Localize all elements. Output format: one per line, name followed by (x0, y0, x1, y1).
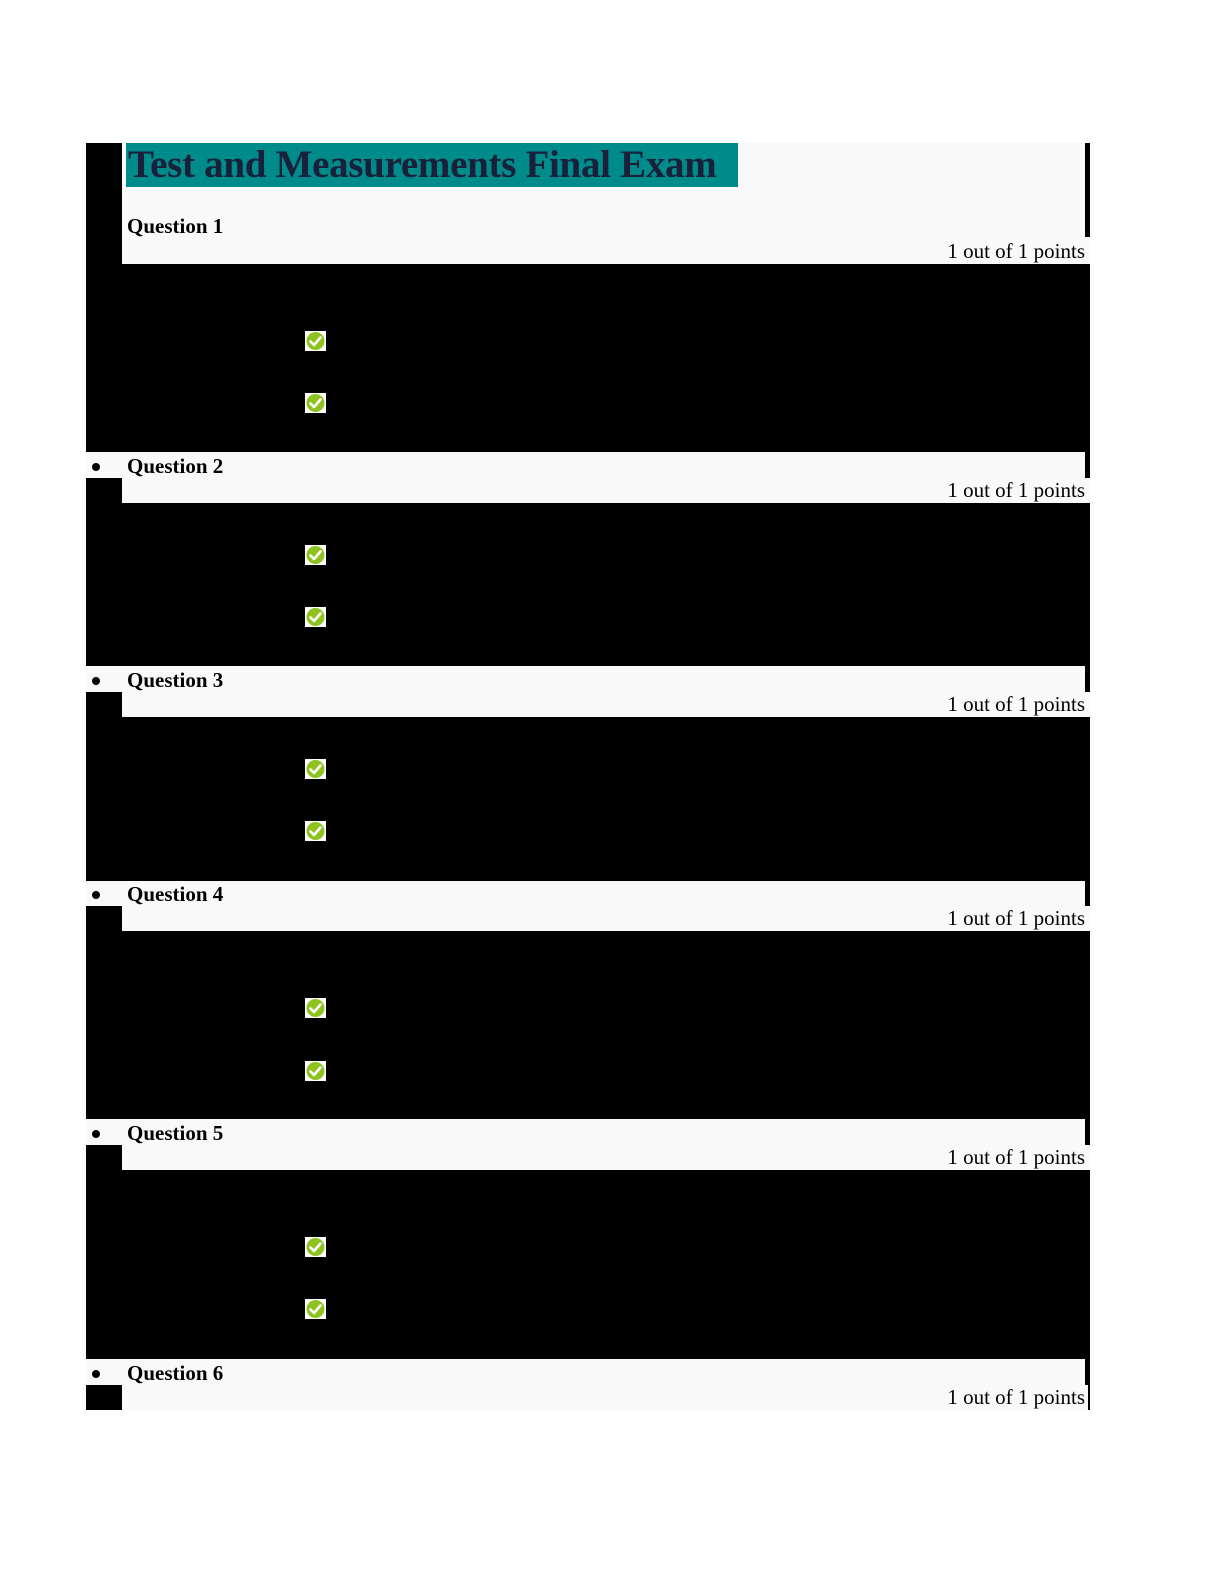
left-redaction-square (86, 1145, 122, 1170)
correct-check-icon (305, 1061, 326, 1081)
question-2-header (86, 452, 1085, 478)
right-border (1088, 1385, 1090, 1410)
score-row-panel (122, 478, 1090, 503)
score-row-panel (122, 237, 1090, 264)
correct-check-icon (305, 331, 326, 351)
page-title: Test and Measurements Final Exam (128, 143, 717, 186)
question-2-score: 1 out of 1 points (947, 478, 1085, 502)
score-row-panel (122, 692, 1090, 717)
right-border (1085, 1119, 1090, 1145)
bullet-icon (92, 677, 100, 685)
question-5-answer-redaction (86, 1170, 1090, 1359)
right-border (1085, 881, 1090, 906)
bullet-icon (92, 463, 100, 471)
question-3-answer-redaction (86, 717, 1090, 881)
correct-check-icon (305, 759, 326, 779)
question-1-label: Question 1 (127, 214, 224, 238)
correct-check-icon (305, 1299, 326, 1319)
question-5-label: Question 5 (127, 1121, 224, 1145)
question-5-score: 1 out of 1 points (947, 1145, 1085, 1169)
score-row-panel (122, 1145, 1090, 1170)
correct-check-icon (305, 393, 326, 413)
correct-check-icon (305, 607, 326, 627)
bullet-icon (92, 1130, 100, 1138)
correct-check-icon (305, 545, 326, 565)
left-redaction-square (86, 1385, 122, 1410)
score-row-panel (122, 1385, 1088, 1410)
left-redaction-square (86, 478, 122, 503)
title-banner: Test and Measurements Final Exam (126, 143, 738, 187)
right-border (1085, 666, 1090, 692)
correct-check-icon (305, 821, 326, 841)
bullet-icon (92, 1370, 100, 1378)
question-6-header (86, 1359, 1085, 1385)
question-3-header (86, 666, 1085, 692)
question-3-score: 1 out of 1 points (947, 692, 1085, 716)
question-5-header (86, 1119, 1085, 1145)
question-6-label: Question 6 (127, 1361, 224, 1385)
left-redaction-square (86, 906, 122, 931)
correct-check-icon (305, 1237, 326, 1257)
question-4-label: Question 4 (127, 882, 224, 906)
question-4-score: 1 out of 1 points (947, 906, 1085, 930)
question-2-answer-redaction (86, 503, 1090, 666)
question-6-score: 1 out of 1 points (947, 1385, 1085, 1409)
left-redaction-bar (86, 143, 122, 264)
bullet-icon (92, 891, 100, 899)
right-border (1085, 452, 1090, 478)
left-redaction-square (86, 692, 122, 717)
right-border (1085, 143, 1090, 237)
correct-check-icon (305, 998, 326, 1018)
question-4-header (86, 881, 1085, 906)
right-border (1085, 1359, 1090, 1385)
question-1-answer-redaction (86, 264, 1090, 452)
question-1-score: 1 out of 1 points (947, 239, 1085, 263)
score-row-panel (122, 906, 1090, 931)
question-3-label: Question 3 (127, 668, 224, 692)
question-4-answer-redaction (86, 931, 1090, 1119)
question-2-label: Question 2 (127, 454, 224, 478)
